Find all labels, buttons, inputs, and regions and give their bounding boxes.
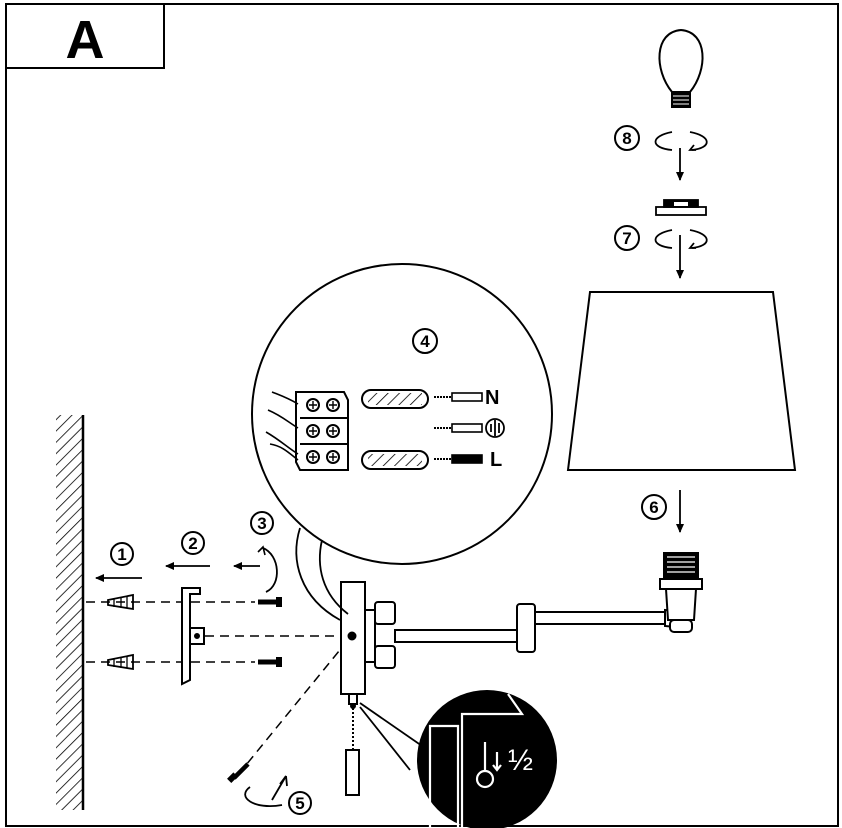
step-1-badge: 1 (110, 542, 134, 566)
light-bulb (658, 28, 704, 108)
step-5-badge: 5 (288, 791, 312, 815)
insulation-sleeve-top (361, 389, 429, 409)
svg-text:7: 7 (622, 229, 631, 248)
step-2-badge: 2 (181, 531, 205, 555)
shade-ring (655, 199, 707, 216)
swing-arm (364, 601, 692, 669)
svg-text:5: 5 (295, 794, 304, 813)
terminal-block (295, 391, 349, 471)
step-6-badge: 6 (641, 494, 667, 520)
rotate-arrow-3 (262, 547, 278, 593)
step-4-badge: 4 (412, 328, 438, 354)
mounting-bracket (181, 587, 205, 686)
screw-fixing (227, 762, 250, 783)
wall (56, 415, 85, 810)
step-7-badge: 7 (614, 225, 640, 251)
svg-text:4: 4 (420, 332, 430, 351)
svg-text:1: 1 (117, 545, 126, 564)
svg-text:2: 2 (188, 534, 197, 553)
svg-text:8: 8 (622, 129, 631, 148)
outer-frame (5, 3, 839, 827)
screw-top (258, 597, 282, 607)
pull-switch-detail: ½ (359, 690, 557, 828)
panel-label-box (5, 3, 165, 69)
wall-base-plate (340, 581, 366, 709)
insulation-sleeve-bottom (361, 450, 429, 470)
mains-wires (434, 392, 483, 464)
pull-switch-ratio: ½ (508, 744, 533, 777)
pull-cord (345, 708, 360, 796)
lamp-shade (566, 291, 797, 471)
screw-bottom (258, 657, 282, 667)
alignment-dashes (86, 601, 349, 766)
svg-text:3: 3 (257, 514, 266, 533)
step-3-badge: 3 (250, 511, 274, 535)
wiring-detail-callout (251, 263, 553, 621)
rotate-marks (244, 131, 708, 807)
internal-wires (265, 391, 299, 461)
lamp-holder (659, 552, 703, 633)
panel-label: A (66, 10, 105, 70)
svg-text:6: 6 (649, 498, 658, 517)
earth-ground-icon (485, 418, 505, 438)
neutral-wire-label: N (485, 387, 499, 409)
step-8-badge: 8 (614, 125, 640, 151)
live-wire-label: L (490, 449, 502, 471)
